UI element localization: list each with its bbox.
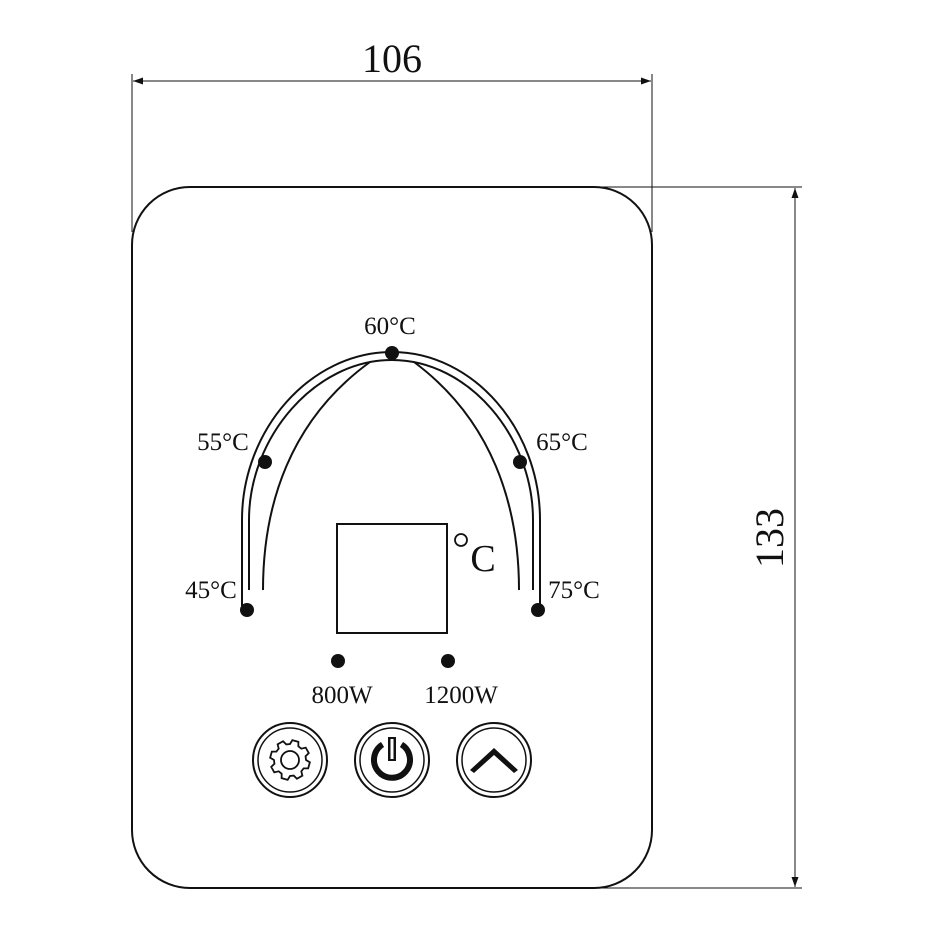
temperature-display	[336, 523, 448, 634]
temp-label-75: 75°C	[548, 577, 600, 604]
gear-icon	[269, 739, 311, 781]
width-dimension: 106	[131, 36, 653, 232]
device-panel	[131, 186, 653, 889]
chevron-up-icon	[470, 748, 518, 773]
power-indicator-1200w	[441, 654, 455, 668]
display-unit: C	[470, 538, 495, 580]
width-label: 106	[362, 36, 422, 81]
temp-point-45[interactable]	[240, 603, 254, 617]
temp-point-65[interactable]	[513, 455, 527, 469]
temp-label-60: 60°C	[364, 313, 416, 340]
temp-point-55[interactable]	[258, 455, 272, 469]
up-button[interactable]	[456, 722, 532, 798]
power-label-800w: 800W	[311, 682, 373, 709]
temp-label-65: 65°C	[536, 429, 588, 456]
power-icon	[371, 737, 413, 781]
temp-label-45: 45°C	[185, 577, 237, 604]
power-label-1200w: 1200W	[424, 682, 498, 709]
temp-label-55: 55°C	[197, 429, 249, 456]
power-indicator-800w	[331, 654, 345, 668]
degree-symbol	[454, 533, 468, 547]
height-dimension: 133	[602, 186, 802, 889]
settings-button[interactable]	[252, 722, 328, 798]
power-button[interactable]	[354, 722, 430, 798]
temp-point-75[interactable]	[531, 603, 545, 617]
temp-point-60[interactable]	[385, 346, 399, 360]
height-label: 133	[747, 508, 792, 568]
